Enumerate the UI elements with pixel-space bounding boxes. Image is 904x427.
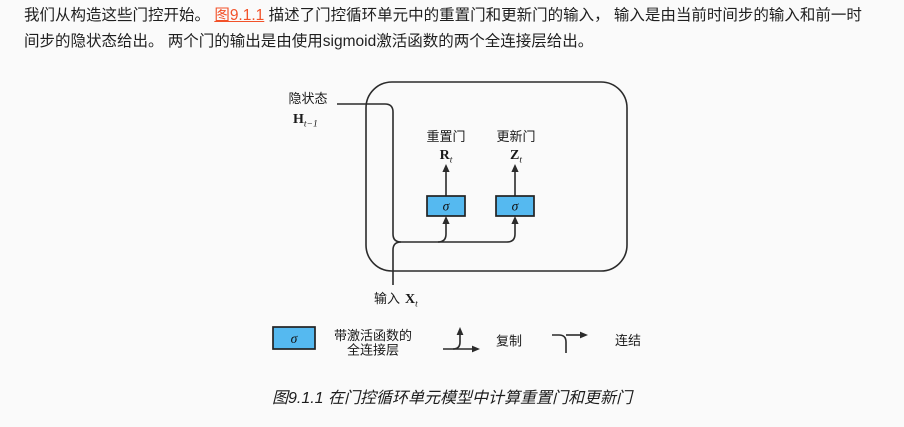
paragraph-text-after-link: 描述了门控循环单元中的重置门和更新门的输入， 输入是由当前时间步的输入和前一时间…: [24, 7, 862, 50]
distribution-wire: [401, 223, 516, 243]
figure-reference-link[interactable]: 图9.1.1: [214, 7, 265, 24]
legend-sigma-label: σ: [291, 331, 299, 346]
reset-gate-label: 重置门: [426, 129, 465, 144]
paragraph-text-before-link: 我们从构造这些门控开始。: [24, 7, 215, 24]
hidden-state-var: Ht−1: [293, 112, 318, 130]
update-sigma-box: [495, 195, 535, 217]
legend-fc-line1: 带激活函数的: [334, 328, 412, 343]
reset-branch-arrowhead: [442, 216, 450, 224]
hidden-state-wire: [337, 103, 402, 243]
legend-sigma-box: [272, 326, 316, 350]
update-gate-var: Zt: [510, 148, 522, 166]
copy-icon: [443, 327, 480, 353]
reset-branch-wire: [437, 223, 447, 243]
input-wire: [392, 241, 402, 285]
concat-icon: [552, 331, 588, 353]
legend-fc-line2: 全连接层: [347, 343, 399, 358]
reset-gate-var: Rt: [440, 148, 453, 166]
concat-label: 连结: [615, 333, 641, 348]
intro-paragraph: 我们从构造这些门控开始。 图9.1.1 描述了门控循环单元中的重置门和更新门的输…: [24, 3, 869, 54]
update-gate-label: 更新门: [496, 129, 535, 144]
diagram-legend: σ 带激活函数的 全连接层 复制 连结: [272, 326, 641, 358]
reset-output-arrowhead: [442, 164, 450, 172]
gru-cell-outline: [365, 81, 628, 272]
reset-sigma-box: [426, 195, 466, 217]
copy-label: 复制: [496, 334, 522, 349]
hidden-state-label: 隐状态: [288, 91, 327, 106]
figure-caption: 图9.1.1 在门控循环单元模型中计算重置门和更新门: [271, 390, 633, 407]
update-output-arrowhead: [511, 164, 519, 172]
update-sigma-label: σ: [512, 199, 520, 214]
reset-sigma-label: σ: [443, 199, 451, 214]
update-branch-arrowhead: [511, 216, 519, 224]
